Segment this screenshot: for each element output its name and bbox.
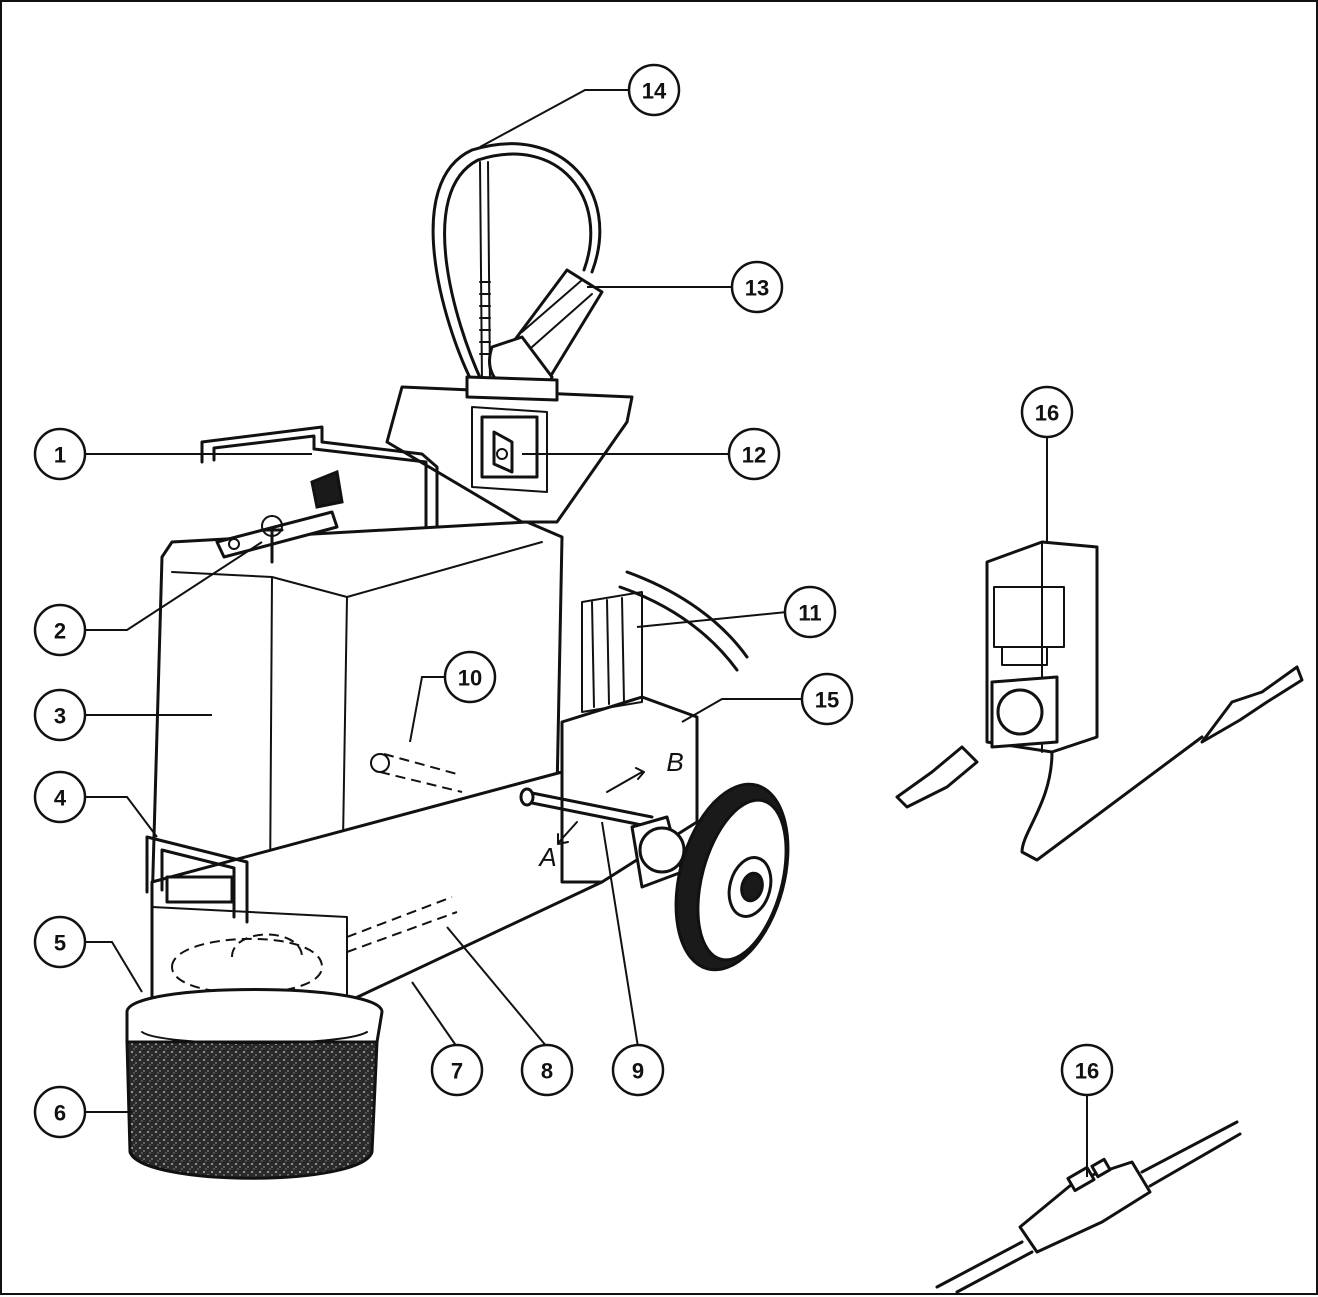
svg-text:3: 3 [54, 704, 66, 729]
callout-16-rcd-box: 16 [1020, 385, 1074, 439]
svg-text:8: 8 [541, 1059, 553, 1084]
rcd-box [895, 540, 1304, 862]
callout-8: 8 [520, 1043, 574, 1097]
svg-text:1: 1 [54, 443, 66, 468]
power-cable [431, 142, 602, 384]
adjustment-lever [519, 767, 654, 845]
callout-3: 3 [33, 688, 87, 742]
svg-text:2: 2 [54, 619, 66, 644]
svg-text:16: 16 [1075, 1059, 1099, 1084]
cable-plug [488, 268, 604, 397]
leader-lines [85, 89, 1088, 1177]
svg-text:11: 11 [798, 601, 821, 626]
grinding-head [125, 988, 384, 1180]
mounting-bracket [215, 510, 339, 564]
callout-1: 1 [33, 427, 87, 481]
callout-4: 4 [33, 770, 87, 824]
main-switch [480, 415, 539, 479]
callout-9: 9 [611, 1043, 665, 1097]
callout-13: 13 [730, 260, 784, 314]
direction-label-b: B [666, 747, 683, 777]
svg-text:12: 12 [742, 443, 766, 468]
svg-text:13: 13 [745, 276, 769, 301]
callout-14: 14 [627, 63, 681, 117]
svg-text:10: 10 [458, 666, 482, 691]
svg-text:6: 6 [54, 1101, 66, 1126]
callout-15: 15 [800, 672, 854, 726]
callout-5: 5 [33, 915, 87, 969]
svg-text:16: 16 [1035, 401, 1059, 426]
svg-text:5: 5 [54, 931, 66, 956]
callout-16-inline-rcd: 16 [1060, 1043, 1114, 1097]
callout-10: 10 [443, 650, 497, 704]
inline-rcd [935, 1120, 1242, 1294]
callout-2: 2 [33, 603, 87, 657]
svg-text:14: 14 [642, 79, 667, 104]
svg-text:7: 7 [451, 1059, 463, 1084]
direction-label-a: A [537, 842, 556, 872]
callout-7: 7 [430, 1043, 484, 1097]
callout-6: 6 [33, 1085, 87, 1139]
callout-11: 11 [783, 585, 837, 639]
svg-text:9: 9 [632, 1059, 644, 1084]
carry-handle [145, 835, 249, 924]
handle [200, 425, 439, 559]
svg-text:15: 15 [815, 688, 839, 713]
callout-12: 12 [727, 427, 781, 481]
svg-text:4: 4 [54, 786, 67, 811]
wheel [630, 782, 790, 972]
